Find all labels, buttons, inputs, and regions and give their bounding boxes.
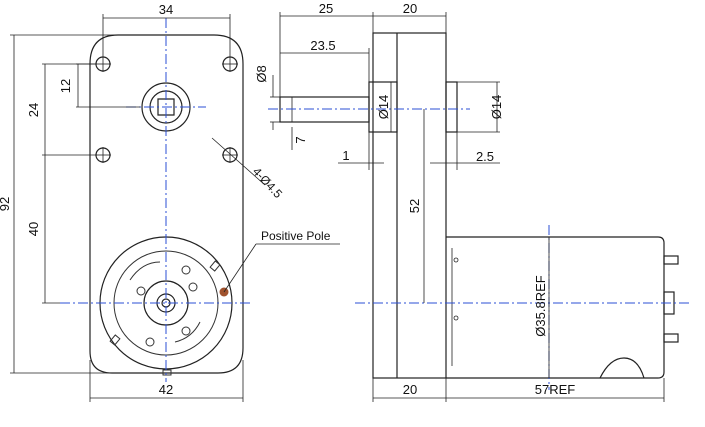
motor-terminal-top bbox=[663, 255, 679, 265]
output-shaft-side bbox=[279, 96, 370, 123]
dim-mount-holes: 4-Ø4.5 bbox=[250, 164, 285, 201]
dim-shaft-to-holes: 24 bbox=[26, 103, 41, 117]
dim-shaft-flat: 7 bbox=[293, 136, 308, 143]
dim-total-height: 92 bbox=[0, 197, 12, 211]
gearbox-side-body bbox=[372, 32, 447, 379]
motor-terminal-bottom bbox=[663, 333, 679, 343]
positive-pole-label: Positive Pole bbox=[261, 229, 331, 243]
dim-boss-length-left: 1 bbox=[342, 148, 349, 163]
dim-motor-length: 57REF bbox=[535, 382, 576, 397]
dim-boss-length-right: 2.5 bbox=[476, 149, 494, 164]
dim-shaft-diameter: Ø8 bbox=[254, 65, 269, 82]
side-view: 25 20 23.5 Ø8 7 Ø14 Ø14 1 2.5 bbox=[254, 1, 690, 402]
dim-shaft-length: 23.5 bbox=[310, 38, 335, 53]
dim-shaft-length-total: 25 bbox=[319, 1, 333, 16]
dim-bottom-width: 42 bbox=[159, 382, 173, 397]
dim-hole-offset: 12 bbox=[58, 79, 73, 93]
dim-motor-diameter: Ø35.8REF bbox=[533, 275, 548, 336]
motor-body bbox=[446, 236, 665, 379]
front-view: 34 12 24 40 92 42 4-Ø4.5 Positive Pole bbox=[0, 2, 340, 402]
dim-top-width: 34 bbox=[159, 2, 173, 17]
dim-shaft-to-motor-center: 52 bbox=[407, 199, 422, 213]
gearbox-front-outline bbox=[89, 34, 244, 374]
output-shaft-flat bbox=[157, 98, 175, 116]
dim-gearbox-depth-top: 20 bbox=[403, 1, 417, 16]
shaft-boss-right bbox=[445, 81, 458, 133]
dim-gearbox-depth-bottom: 20 bbox=[403, 382, 417, 397]
dim-shaft-to-motor: 40 bbox=[26, 222, 41, 236]
dim-boss-diameter-right: Ø14 bbox=[489, 95, 504, 120]
dim-boss-diameter-left: Ø14 bbox=[376, 95, 391, 120]
